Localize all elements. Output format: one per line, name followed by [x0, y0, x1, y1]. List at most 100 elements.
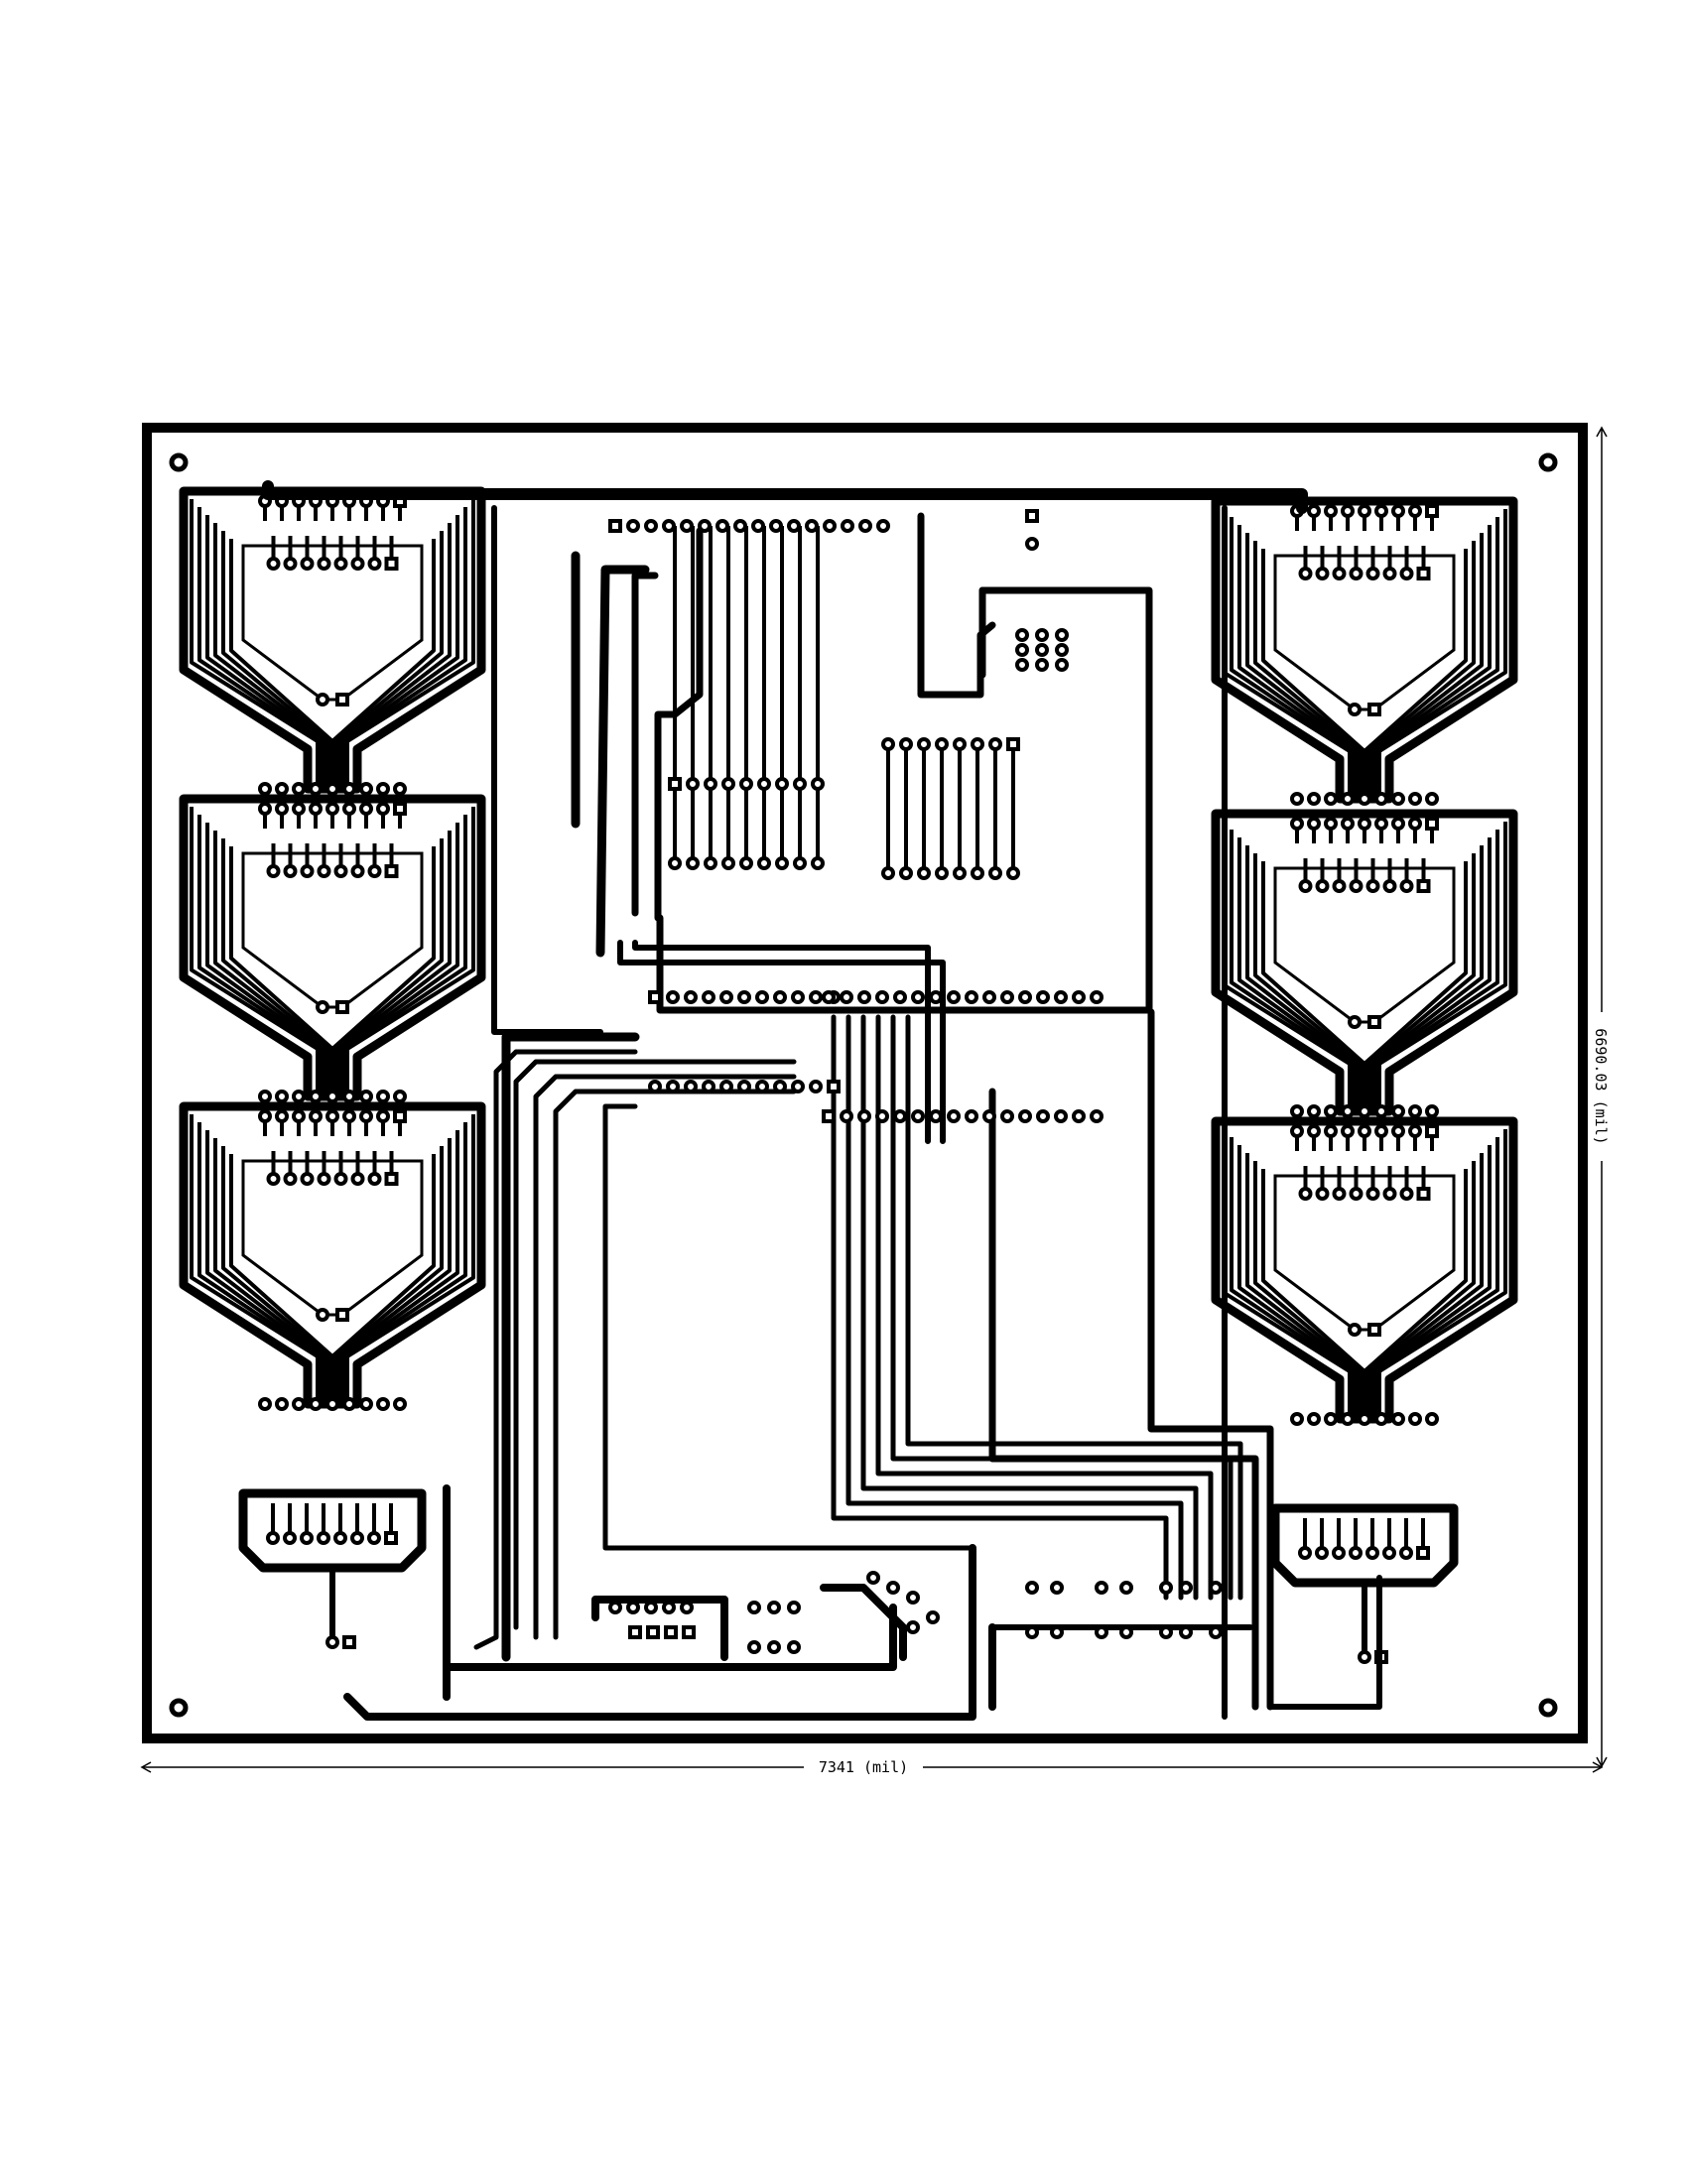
pad-round	[755, 1080, 769, 1093]
pad-round	[1035, 643, 1049, 657]
pad-round	[1035, 658, 1049, 672]
pad-round	[1348, 1015, 1362, 1029]
pad-round	[325, 802, 339, 816]
pad-round	[733, 519, 747, 533]
pad-round	[1290, 1104, 1304, 1118]
width-arrow-left	[140, 1761, 152, 1773]
pad-round	[886, 1581, 900, 1595]
pad-round	[982, 990, 996, 1004]
pad-square	[1425, 1124, 1439, 1138]
bottom-connectors	[238, 1488, 1459, 1664]
pad-round	[359, 1397, 373, 1411]
module-trace-left	[1237, 525, 1358, 799]
pad-round	[1374, 1104, 1388, 1118]
pad-round	[947, 1109, 961, 1123]
pad-square	[1416, 1546, 1430, 1560]
pad-round	[698, 519, 712, 533]
module-trace-right	[339, 823, 459, 1096]
pad-round	[811, 856, 825, 870]
pad-round	[342, 1397, 356, 1411]
module-trace-right	[336, 1138, 452, 1404]
pad-round	[1324, 1104, 1338, 1118]
pad-round	[1425, 792, 1439, 806]
pad-round	[953, 866, 967, 880]
module-trace-left	[205, 823, 325, 1096]
pad-round	[1391, 504, 1405, 518]
pad-square	[384, 1172, 399, 1186]
pad-round	[680, 1601, 694, 1614]
pad-round	[325, 782, 339, 796]
pad-round	[316, 1308, 329, 1322]
module-trace-right	[339, 1130, 459, 1404]
pad-round	[809, 990, 823, 1004]
pad-round	[1341, 1104, 1355, 1118]
pad-round	[292, 802, 306, 816]
pad-square	[1367, 1323, 1381, 1337]
pad-round	[1332, 567, 1347, 580]
lower-left-thick	[501, 1032, 640, 1662]
pad-round	[1382, 567, 1397, 580]
pad-round	[1349, 1187, 1363, 1201]
pad-round	[929, 1109, 943, 1123]
pad-round	[747, 1601, 761, 1614]
pad-round	[715, 519, 729, 533]
pad-round	[1015, 643, 1029, 657]
module-trace-right	[1371, 837, 1492, 1111]
pad-round	[275, 802, 289, 816]
pad-round	[757, 856, 771, 870]
pad-round	[1408, 817, 1422, 831]
pad-round	[787, 1640, 801, 1654]
pad-round	[275, 1109, 289, 1123]
pad-round	[1035, 628, 1049, 642]
pad-round	[666, 990, 680, 1004]
pad-round	[747, 1640, 761, 1654]
pad-round	[283, 557, 298, 571]
pad-square	[1425, 817, 1439, 831]
pad-round	[971, 737, 984, 751]
pad-round	[1025, 1581, 1039, 1595]
pad-round	[947, 990, 961, 1004]
pad-round	[367, 864, 382, 878]
pad-round	[1054, 990, 1068, 1004]
display-module-left-2	[179, 794, 486, 1103]
pad-round	[1391, 1124, 1405, 1138]
pad-round	[1358, 504, 1371, 518]
pad-round	[376, 802, 390, 816]
pad-round	[1315, 879, 1330, 893]
pad-round	[1374, 1124, 1388, 1138]
pad-round	[911, 1109, 925, 1123]
pad-round	[926, 1610, 940, 1624]
module-trace-left	[213, 1138, 328, 1404]
module-trace-right	[1374, 517, 1499, 799]
pad-round	[1036, 990, 1050, 1004]
module-trace-right	[1374, 1137, 1499, 1419]
pad-round	[309, 1090, 323, 1103]
pad-round	[1050, 1625, 1064, 1639]
pad-round	[1408, 1124, 1422, 1138]
module-trace-left	[197, 1122, 323, 1404]
pad-round	[1399, 1187, 1414, 1201]
pad-round	[393, 1090, 407, 1103]
pad-round	[1399, 879, 1414, 893]
pad-round	[317, 557, 331, 571]
pad-round	[737, 1080, 751, 1093]
pad-round	[988, 737, 1002, 751]
pad-round	[751, 519, 765, 533]
pad-round	[342, 1109, 356, 1123]
pad-square	[1416, 567, 1431, 580]
module-trace-right	[1363, 549, 1468, 799]
module-trace-left	[221, 838, 331, 1096]
pad-round	[1391, 792, 1405, 806]
pad-square	[664, 1625, 678, 1639]
pad-square	[1425, 504, 1439, 518]
pad-round	[1315, 1187, 1330, 1201]
pad-round	[359, 1090, 373, 1103]
pad-round	[809, 1080, 823, 1093]
pad-round	[1349, 567, 1363, 580]
module-trace-left	[1253, 853, 1363, 1111]
pad-round	[917, 737, 931, 751]
pad-round	[1209, 1581, 1223, 1595]
pad-round	[1054, 1109, 1068, 1123]
pad-round	[1290, 792, 1304, 806]
pad-round	[350, 1531, 364, 1545]
